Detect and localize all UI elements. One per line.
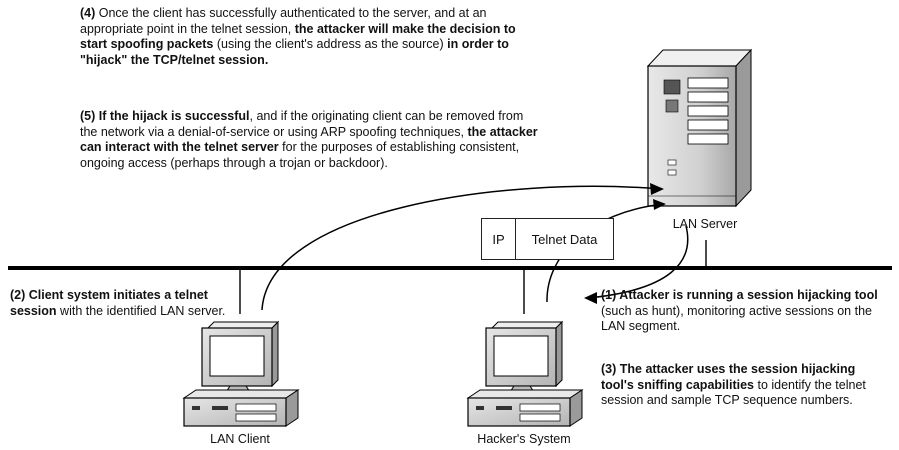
step-3-text: to identify the telnet session and sampl… — [601, 377, 866, 408]
step-2-text: with the identified LAN server. — [56, 303, 226, 318]
step-5-text-a: , and if the originating client can be r… — [80, 109, 524, 139]
lan-client-icon — [182, 320, 300, 427]
step-1-text: (such as hunt), monitoring active sessio… — [601, 303, 872, 334]
step-5-bold-b: the attacker can interact with the telne… — [80, 124, 538, 155]
step-1-note: (1) Attacker is running a session hijack… — [601, 288, 891, 335]
sniff-arrow — [587, 225, 689, 299]
step-2-note: (2) Client system initiates a telnet ses… — [10, 288, 232, 319]
step-4-note: (4) Once the client has successfully aut… — [80, 6, 540, 68]
hacker-system-label: Hacker's System — [477, 432, 571, 446]
sniff-arrowhead — [584, 292, 597, 304]
step-3-bold: (3) The attacker uses the session hijack… — [601, 362, 856, 392]
step-5-note: (5) If the hijack is successful, and if … — [80, 109, 540, 171]
client-session-arrowhead — [650, 183, 664, 195]
lan-server-icon — [646, 48, 753, 208]
client-session-arrow — [261, 185, 663, 311]
packet-box: IP Telnet Data — [481, 218, 614, 260]
step-5-text-b: for the purposes of establishing consist… — [80, 140, 520, 170]
step-2-bold: (2) Client system initiates a telnet ses… — [10, 288, 208, 318]
packet-data-cell: Telnet Data — [531, 231, 598, 247]
packet-ip-cell: IP — [482, 219, 516, 259]
step-4-number: (4) — [80, 6, 96, 20]
step-4-bold-a: the attacker will make the decision to s… — [80, 21, 516, 52]
step-5-bold-a: (5) If the hijack is successful — [80, 109, 250, 123]
step-3-note: (3) The attacker uses the session hijack… — [601, 362, 881, 409]
spoof-arrowhead — [653, 199, 666, 210]
step-1-bold: (1) Attacker is running a session hijack… — [601, 288, 878, 302]
step-4-bold-b: in order to "hijack" the TCP/telnet sess… — [80, 37, 509, 67]
lan-server-label: LAN Server — [672, 217, 738, 231]
step-4-text-a: Once the client has successfully authent… — [80, 6, 487, 36]
lan-client-label: LAN Client — [210, 432, 270, 446]
hacker-system-icon — [466, 320, 584, 427]
step-4-text-b: (using the client's address as the sourc… — [213, 37, 448, 51]
